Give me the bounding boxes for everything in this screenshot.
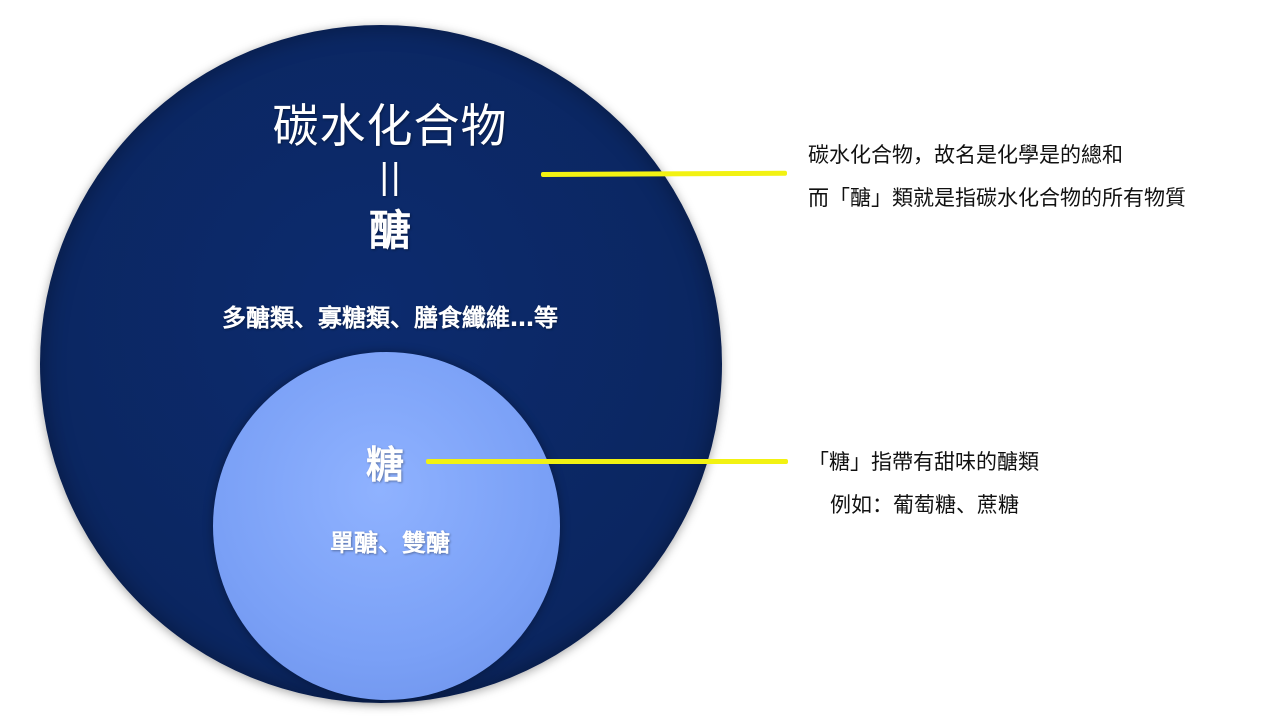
inner-examples: 單醣、雙醣 — [330, 529, 450, 557]
inner-title: 糖 — [365, 443, 404, 487]
connector-line-bottom — [426, 459, 788, 464]
equals-sign: || — [378, 157, 402, 197]
annotation-bottom-line-1: 「糖」指帶有甜味的醣類 — [808, 450, 1039, 474]
outer-title-2: 醣 — [368, 206, 411, 255]
annotation-bottom-line-2: 例如：葡萄糖、蔗糖 — [830, 493, 1019, 517]
connector-line-top — [540, 170, 788, 177]
annotation-top-line-1: 碳水化合物，故名是化學是的總和 — [808, 143, 1123, 167]
outer-examples: 多醣類、寡糖類、膳食纖維…等 — [222, 304, 558, 332]
outer-title: 碳水化合物 — [272, 99, 508, 153]
annotation-top-line-2: 而「醣」類就是指碳水化合物的所有物質 — [808, 186, 1186, 210]
inner-circle-sugar — [213, 352, 560, 700]
